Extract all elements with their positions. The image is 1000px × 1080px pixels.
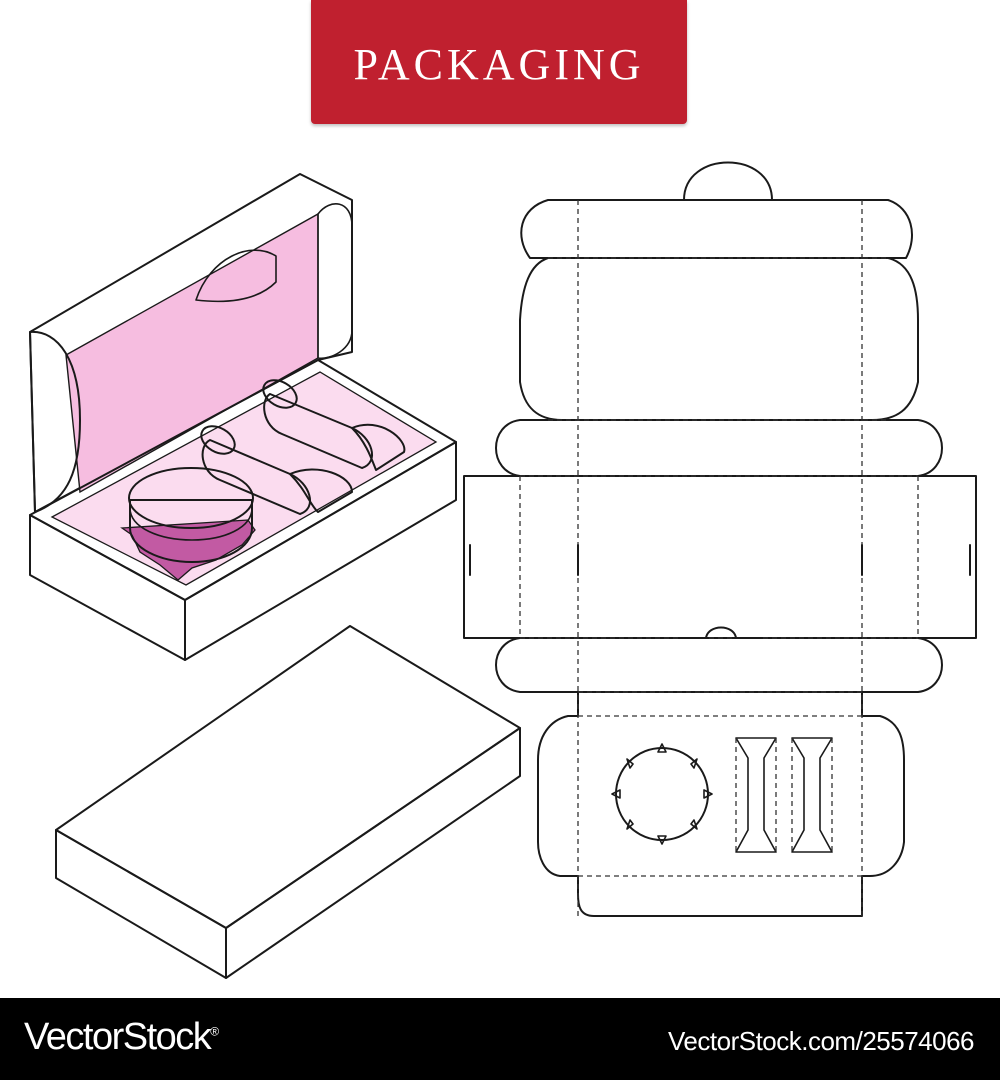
brand-name: VectorStock — [24, 1016, 212, 1058]
lid-side-tab — [317, 203, 353, 359]
packaging-artwork — [29, 161, 977, 979]
dieline-illustration — [463, 161, 977, 917]
lid-flap-cutout — [195, 249, 277, 303]
footer-bar: VectorStock® VectorStock.com/25574066 — [0, 998, 1000, 1080]
closed-box-illustration — [55, 625, 521, 979]
open-box-illustration — [29, 173, 457, 661]
jar-lid — [128, 467, 254, 529]
image-id: VectorStock.com/25574066 — [668, 1026, 974, 1056]
closed-box-top — [55, 625, 521, 929]
jar-lid-rim — [129, 507, 253, 541]
dieline-jar-cutout — [611, 743, 713, 845]
title-banner: PACKAGING — [311, 0, 687, 124]
dieline-top-tab — [683, 161, 773, 201]
open-box-tray-rim — [29, 359, 457, 601]
registered-mark: ® — [210, 1024, 219, 1039]
open-box-left-flap — [29, 330, 81, 513]
dieline-top-flap — [520, 199, 913, 259]
dieline-front-panel — [537, 691, 905, 917]
dieline-tube-cutouts — [735, 737, 833, 853]
dieline-base-band — [463, 475, 977, 639]
dieline-side-tab-lower — [495, 637, 943, 693]
closed-box-side — [225, 727, 521, 979]
brand-logo: VectorStock® — [24, 1016, 219, 1059]
round-jar — [120, 467, 256, 581]
jar-body — [129, 499, 253, 563]
page-title: PACKAGING — [353, 39, 645, 89]
tube-back — [262, 379, 406, 471]
dieline-side-tab-upper — [495, 419, 943, 477]
tube-front — [200, 425, 353, 515]
dieline-lid-panel — [519, 257, 919, 421]
closed-box-front — [55, 829, 227, 979]
